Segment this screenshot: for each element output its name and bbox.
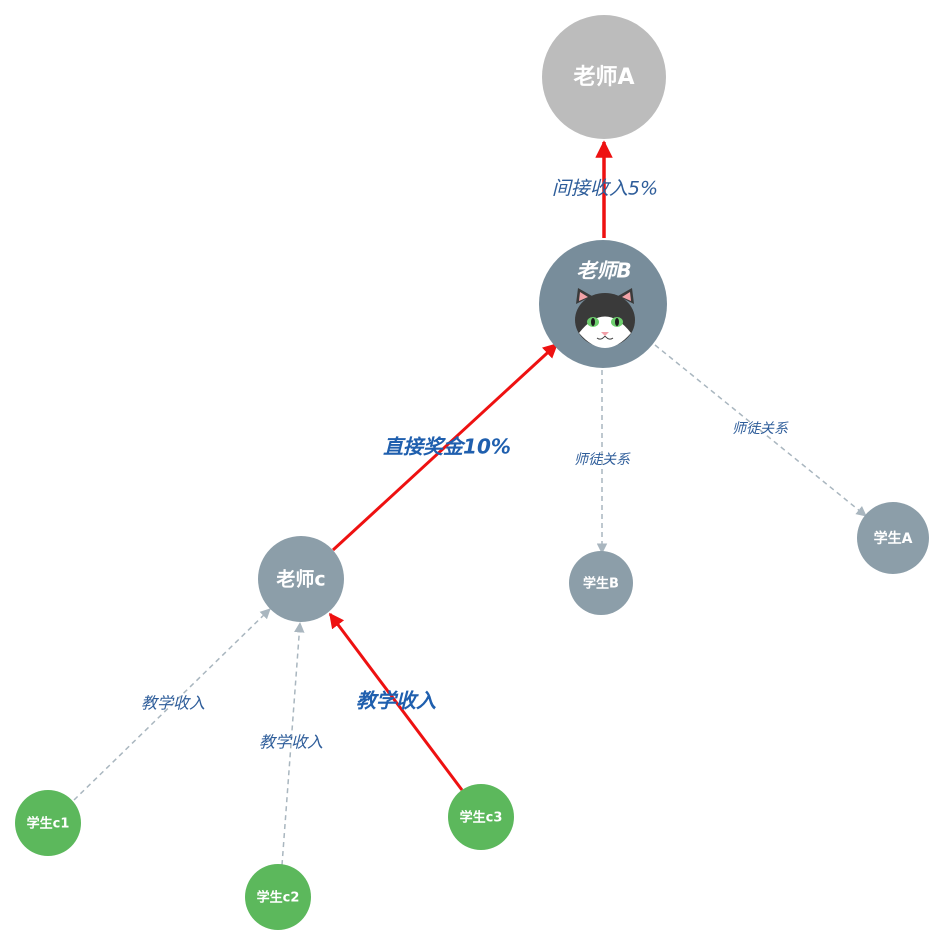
cat-face-icon xyxy=(575,288,635,348)
node-teacher-b[interactable]: 老师B xyxy=(539,240,667,368)
node-student-a[interactable]: 学生A xyxy=(857,502,929,574)
label-b-to-student-a: 师徒关系 xyxy=(732,421,789,437)
node-student-c3-label: 学生c3 xyxy=(460,810,503,826)
label-c1-to-c: 教学收入 xyxy=(141,694,205,713)
node-student-c1[interactable]: 学生c1 xyxy=(15,790,81,856)
node-student-b[interactable]: 学生B xyxy=(569,551,633,615)
node-teacher-c[interactable]: 老师c xyxy=(258,536,344,622)
label-b-to-student-b: 师徒关系 xyxy=(574,452,631,468)
edge-c3-to-c xyxy=(328,612,464,791)
node-teacher-c-label: 老师c xyxy=(276,568,325,591)
edge-c1-to-c xyxy=(73,608,271,801)
node-teacher-b-label: 老师B xyxy=(576,259,631,283)
label-c3-to-c: 教学收入 xyxy=(356,689,436,713)
node-teacher-a-label: 老师A xyxy=(572,64,634,90)
node-student-c3[interactable]: 学生c3 xyxy=(448,784,514,850)
label-c2-to-c: 教学收入 xyxy=(259,733,323,752)
node-student-c2[interactable]: 学生c2 xyxy=(245,864,311,930)
edge-labels: 间接收入5% 直接奖金10% 师徒关系 师徒关系 教学收入 教学收入 教学收入 xyxy=(141,178,789,752)
edges xyxy=(73,140,867,866)
nodes: 老师A 老师B xyxy=(15,15,929,930)
label-b-to-a: 间接收入5% xyxy=(552,178,658,200)
node-student-c1-label: 学生c1 xyxy=(27,816,70,832)
node-student-a-label: 学生A xyxy=(874,530,913,547)
node-teacher-a[interactable]: 老师A xyxy=(542,15,666,139)
label-c-to-b: 直接奖金10% xyxy=(383,435,511,459)
edge-c-to-b xyxy=(331,342,559,552)
node-student-b-label: 学生B xyxy=(583,576,619,592)
edge-c2-to-c xyxy=(281,621,305,866)
node-student-c2-label: 学生c2 xyxy=(257,890,300,906)
edge-b-to-student-a xyxy=(654,344,867,517)
